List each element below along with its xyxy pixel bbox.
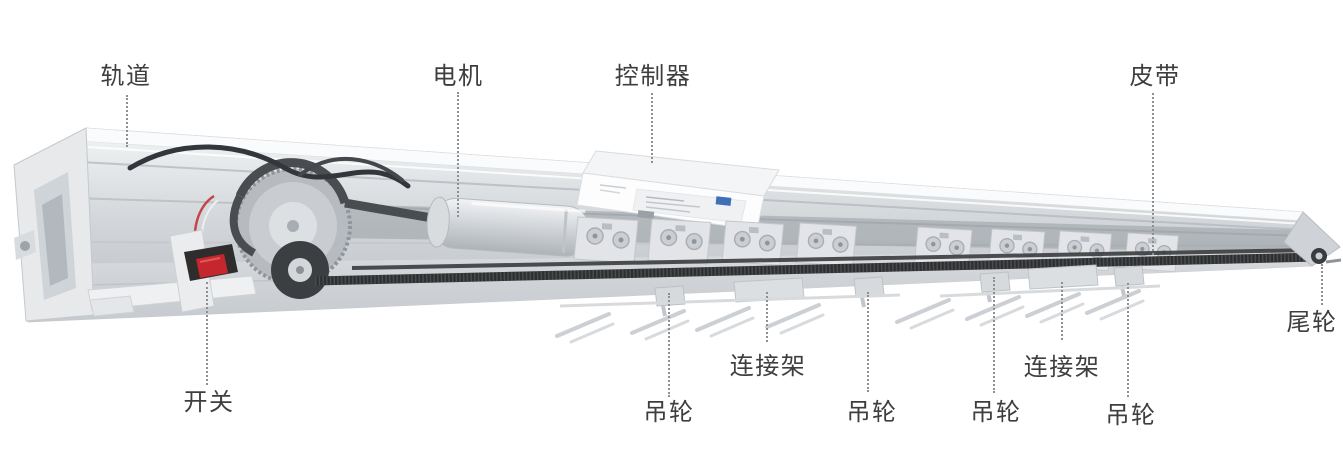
label-hanger-roller-4: 吊轮: [1105, 402, 1157, 429]
label-connector-bracket-1: 连接架: [729, 353, 807, 380]
label-connector-bracket-2: 连接架: [1023, 354, 1101, 381]
leader-connector-bracket-1: [766, 292, 768, 342]
label-hanger-roller-2: 吊轮: [846, 399, 898, 426]
leader-hanger-roller-2: [867, 292, 869, 392]
support-foot-bracket: [87, 275, 257, 317]
leader-controller: [651, 93, 653, 163]
label-belt: 皮带: [1129, 63, 1181, 90]
label-tail-pulley: 尾轮: [1286, 309, 1338, 336]
leader-hanger-roller-1: [668, 293, 670, 397]
controller-sticker: [599, 184, 747, 224]
hanger-bolt-piece: [852, 275, 886, 309]
connector-pieces: [559, 264, 1161, 318]
leader-belt: [1152, 93, 1154, 255]
drive-belt-loop: [229, 158, 433, 257]
left-end-cap: [13, 127, 95, 322]
leader-motor: [457, 92, 459, 217]
label-track: 轨道: [100, 63, 152, 90]
leader-connector-bracket-2: [1061, 282, 1063, 340]
leader-tail-pulley: [1321, 264, 1323, 305]
door-clamp-marks: [555, 289, 1145, 344]
motor: [426, 196, 591, 257]
controller-box: [576, 150, 780, 231]
connector-bracket-plate: [1027, 264, 1099, 290]
label-hanger-roller-3: 吊轮: [970, 399, 1022, 426]
hanger-bolt-piece: [978, 270, 1012, 304]
hanger-roller-plate: [647, 218, 712, 265]
switch-assembly: [169, 229, 238, 313]
label-controller: 控制器: [614, 63, 692, 90]
leader-switch: [206, 282, 208, 385]
label-motor: 电机: [432, 63, 484, 90]
label-hanger-roller-1: 吊轮: [643, 399, 695, 426]
leader-hanger-roller-4: [1127, 283, 1129, 397]
leader-hanger-roller-3: [993, 277, 995, 393]
tension-pulley: [271, 241, 329, 299]
switch-rocker: [196, 254, 228, 278]
hanger-roller-plate: [573, 216, 639, 264]
tail-pulley: [1311, 248, 1327, 264]
leader-track: [126, 95, 128, 147]
label-switch: 开关: [183, 389, 235, 416]
